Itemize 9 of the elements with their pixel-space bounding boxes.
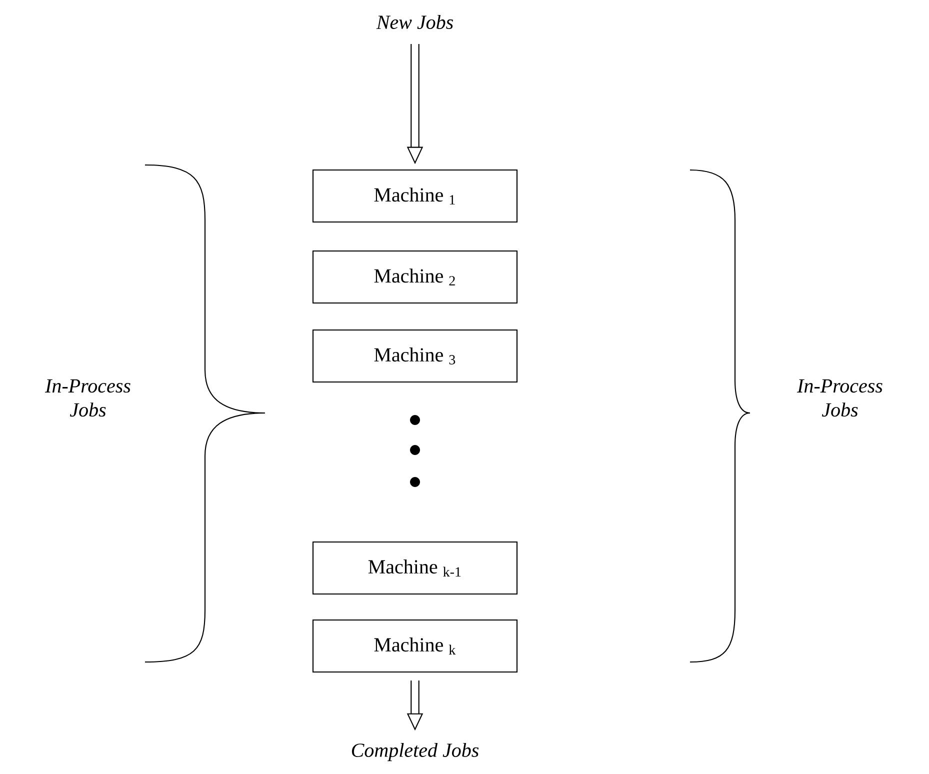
- side-label: In-Process Jobs: [44, 379, 130, 417]
- machine-box: Machine $_{k}$: [312, 619, 518, 673]
- side-label: In-Process Jobs: [796, 379, 882, 417]
- label-text: Completed Jobs: [352, 742, 479, 762]
- machine-box: Machine $_{2}$: [312, 250, 518, 304]
- machine-box: Machine $_{k-1}$: [312, 541, 518, 595]
- machine-box: Machine $_{1}$: [312, 169, 518, 223]
- label-text: New Jobs: [376, 14, 453, 30]
- machine-box: Machine $_{3}$: [312, 329, 518, 383]
